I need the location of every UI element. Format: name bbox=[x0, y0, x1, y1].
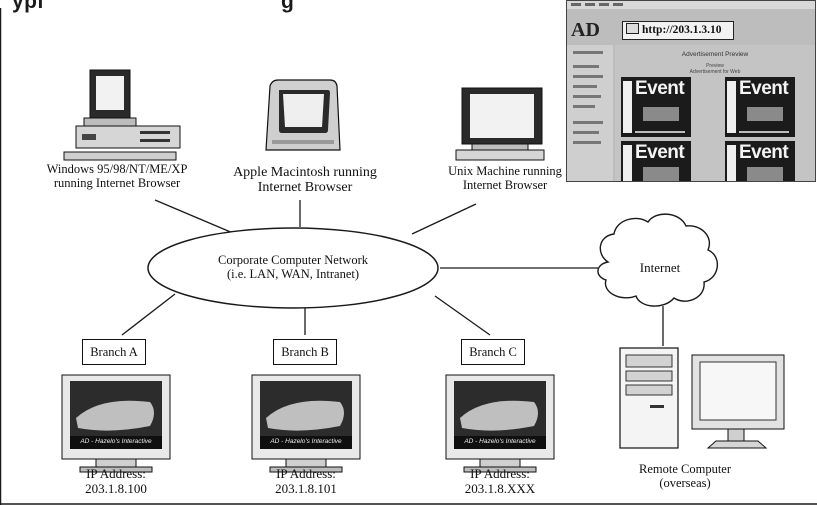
title-text: ypi bbox=[12, 0, 44, 13]
branch-a-monitor-icon bbox=[61, 374, 171, 473]
title-text-tail: g bbox=[281, 0, 295, 13]
event-card[interactable]: Event bbox=[621, 141, 691, 181]
unix-label-line2: Internet Browser bbox=[462, 178, 548, 192]
internet-cloud bbox=[597, 213, 718, 307]
event-card-title: Event bbox=[635, 78, 685, 99]
link-network-branch-c bbox=[434, 295, 491, 336]
remote-label-line1: Remote Computer bbox=[639, 462, 731, 476]
monitor-caption-b: AD - Hazelo's Interactive bbox=[270, 438, 342, 445]
unix-icon bbox=[455, 87, 545, 161]
branch-c-ip-value: 203.1.8.XXX bbox=[464, 481, 536, 496]
browser-panel-sub1: Preview bbox=[706, 63, 724, 69]
windows-label: Windows 95/98/NT/ME/XP running Internet … bbox=[22, 162, 212, 190]
browser-menubar bbox=[567, 1, 815, 9]
page-icon bbox=[626, 23, 639, 34]
event-card-title: Event bbox=[739, 78, 789, 99]
mac-label-line2: Internet Browser bbox=[257, 180, 353, 195]
mac-label: Apple Macintosh running Internet Browser bbox=[210, 165, 400, 195]
event-card-title: Event bbox=[739, 142, 789, 163]
remote-label-line2: (overseas) bbox=[659, 476, 711, 490]
monitor-caption-a: AD - Hazelo's Interactive bbox=[80, 438, 152, 445]
network-label-line1: Corporate Computer Network bbox=[218, 253, 368, 267]
unix-label: Unix Machine running Internet Browser bbox=[410, 164, 600, 192]
branch-b-ip: IP Address: 203.1.8.101 bbox=[246, 466, 366, 496]
browser-sidebar bbox=[567, 45, 613, 181]
browser-panel-sub2: Advertisement for Web bbox=[689, 69, 741, 75]
event-card[interactable]: Event bbox=[725, 77, 795, 137]
network-label: Corporate Computer Network (i.e. LAN, WA… bbox=[193, 253, 393, 281]
mac-label-line1: Apple Macintosh running bbox=[233, 165, 377, 180]
link-windows-network bbox=[154, 199, 241, 237]
internet-label: Internet bbox=[639, 260, 681, 275]
branch-b-box: Branch B bbox=[273, 339, 337, 365]
mac-icon bbox=[265, 79, 341, 151]
browser-logo: AD bbox=[571, 19, 600, 41]
link-unix-network bbox=[411, 203, 477, 235]
browser-screenshot: AD http://203.1.3.10 Advertisement Previ… bbox=[566, 0, 816, 182]
browser-panel-title: Advertisement Preview bbox=[681, 51, 749, 58]
remote-label: Remote Computer (overseas) bbox=[620, 462, 750, 490]
windows-pc-icon bbox=[63, 69, 181, 161]
unix-label-line1: Unix Machine running bbox=[448, 164, 562, 178]
branch-b-ip-label: IP Address: bbox=[276, 466, 336, 481]
link-network-branch-a bbox=[121, 293, 176, 336]
branch-c-ip-label: IP Address: bbox=[470, 466, 530, 481]
branch-a-ip: IP Address: 203.1.8.100 bbox=[56, 466, 176, 496]
event-card-title: Event bbox=[635, 142, 685, 163]
monitor-caption-c: AD - Hazelo's Interactive bbox=[464, 438, 536, 445]
branch-c-box: Branch C bbox=[461, 339, 525, 365]
browser-url: http://203.1.3.10 bbox=[642, 24, 722, 36]
event-card[interactable]: Event bbox=[621, 77, 691, 137]
network-ellipse bbox=[147, 227, 439, 309]
browser-address-bar[interactable]: http://203.1.3.10 bbox=[622, 21, 734, 40]
event-card[interactable]: Event bbox=[725, 141, 795, 181]
branch-b-ip-value: 203.1.8.101 bbox=[275, 481, 337, 496]
windows-label-line2: running Internet Browser bbox=[53, 176, 181, 190]
branch-a-ip-value: 203.1.8.100 bbox=[85, 481, 147, 496]
browser-content: Advertisement Preview Preview Advertisem… bbox=[615, 45, 815, 181]
branch-c-ip: IP Address: 203.1.8.XXX bbox=[440, 466, 560, 496]
branch-a-box: Branch A bbox=[82, 339, 146, 365]
connections bbox=[121, 199, 664, 346]
branch-b-monitor-icon bbox=[251, 374, 361, 473]
remote-computer-icon bbox=[619, 347, 785, 449]
title-strip: ypi g bbox=[0, 0, 560, 20]
branch-c-monitor-icon bbox=[445, 374, 555, 473]
branch-a-ip-label: IP Address: bbox=[86, 466, 146, 481]
windows-label-line1: Windows 95/98/NT/ME/XP bbox=[46, 162, 188, 176]
network-label-line2: (i.e. LAN, WAN, Intranet) bbox=[226, 267, 360, 281]
